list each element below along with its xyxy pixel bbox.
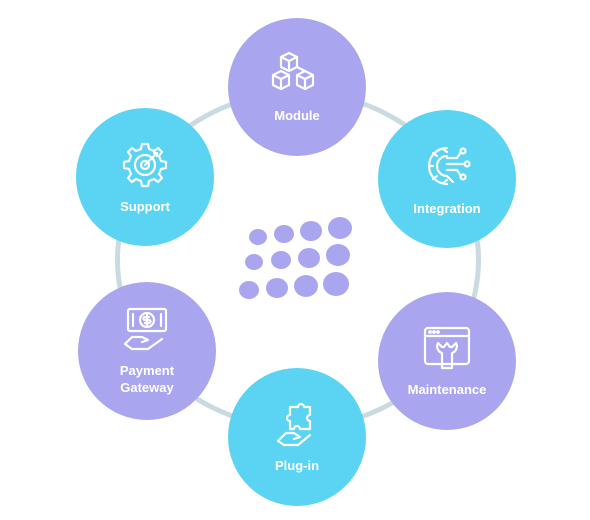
- cubes-icon: [271, 51, 315, 90]
- node-support[interactable]: Support: [76, 108, 214, 246]
- node-label: Maintenance: [407, 381, 487, 397]
- puzzle-hand-icon: [276, 402, 312, 446]
- node-label: Integration: [413, 200, 481, 216]
- node-maintenance[interactable]: Maintenance: [378, 292, 516, 430]
- gear-target-icon: [122, 142, 168, 187]
- node-module[interactable]: Module: [228, 18, 366, 156]
- node-integration[interactable]: Integration: [378, 110, 516, 248]
- node-label: Payment Gateway: [119, 363, 175, 395]
- browser-wrench-icon: [423, 326, 471, 369]
- node-label: Support: [120, 198, 170, 214]
- node-payment-gateway[interactable]: Payment Gateway: [78, 282, 216, 420]
- node-plugin[interactable]: Plug-in: [228, 368, 366, 506]
- money-hand-icon: [123, 307, 168, 351]
- gear-circuit-icon: [427, 146, 471, 185]
- node-label: Module: [274, 107, 320, 123]
- node-label: Plug-in: [274, 457, 320, 473]
- dot-grid-logo-icon: [239, 217, 352, 299]
